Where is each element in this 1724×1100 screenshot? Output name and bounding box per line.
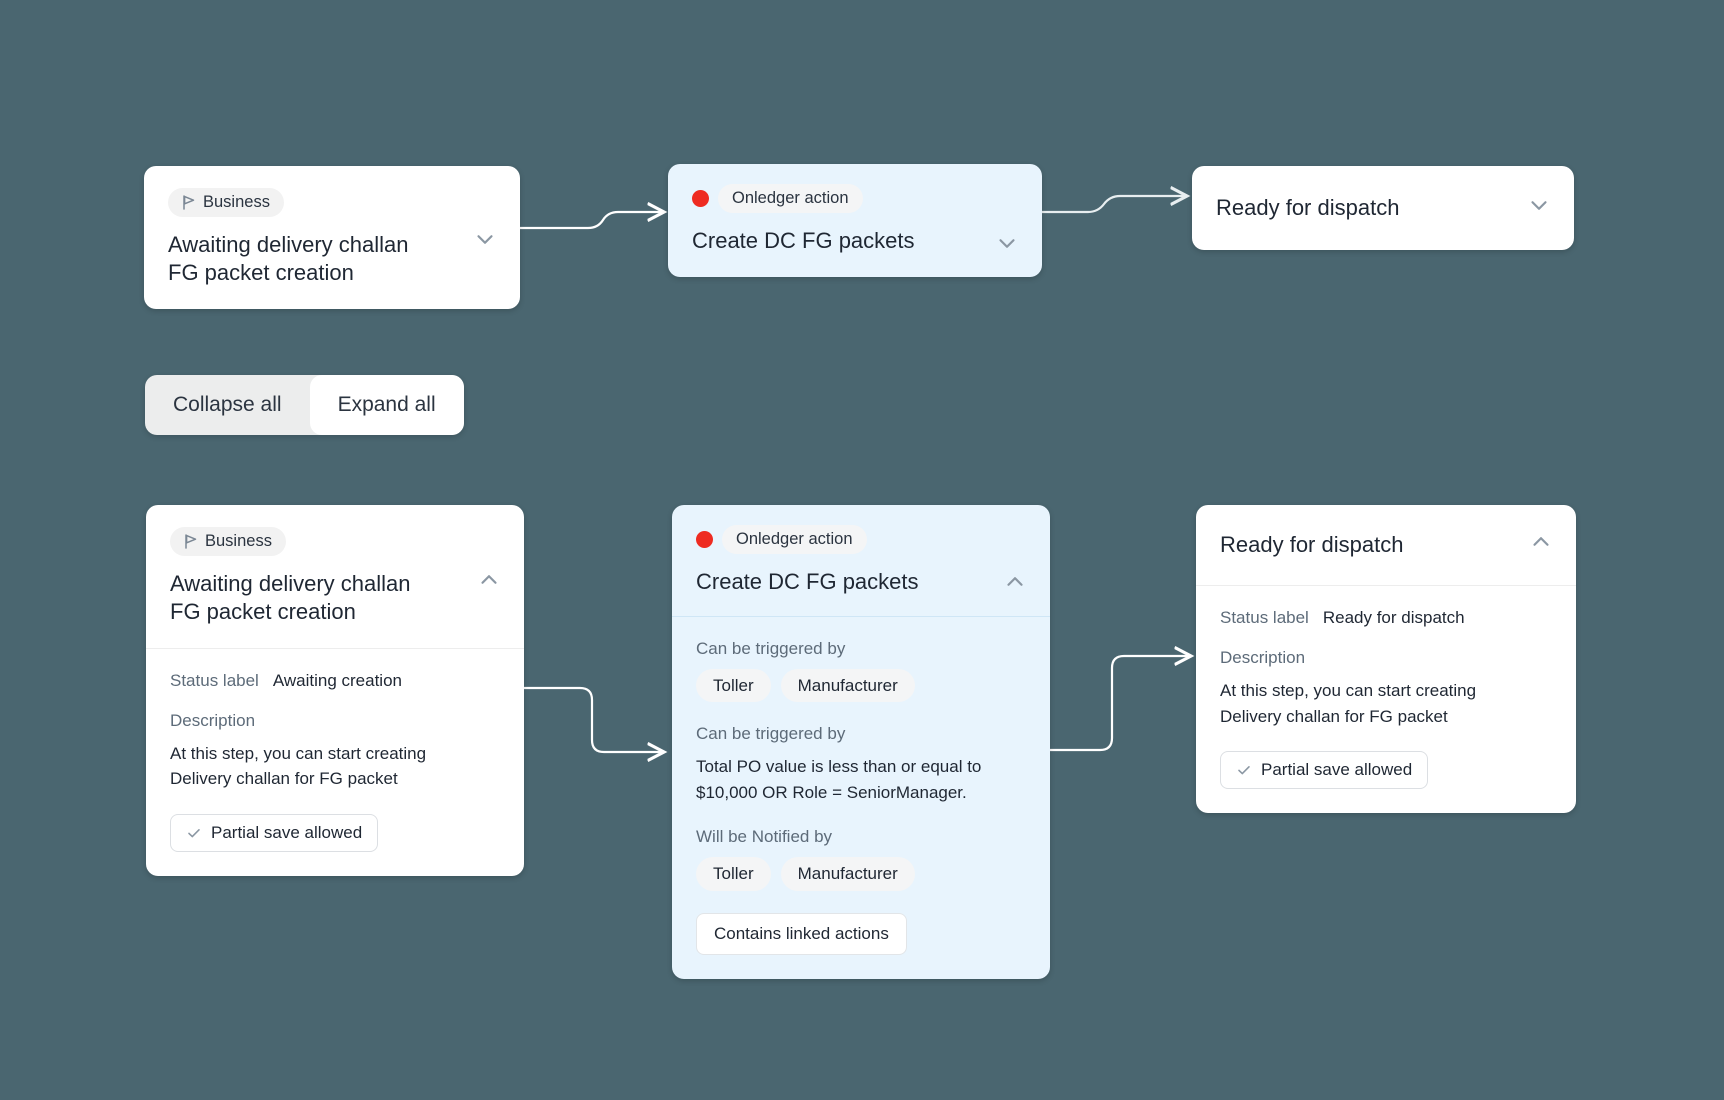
connector-top-1 xyxy=(519,212,663,230)
status-label-key: Status label xyxy=(1220,608,1309,628)
onledger-badge: Onledger action xyxy=(718,184,863,213)
check-icon xyxy=(1238,766,1250,775)
connector-top-2 xyxy=(1042,196,1186,214)
partial-save-label: Partial save allowed xyxy=(211,822,363,842)
collapsed-status-card[interactable]: Ready for dispatch xyxy=(1192,166,1574,251)
card-title: Ready for dispatch xyxy=(1220,532,1404,557)
red-dot-icon xyxy=(696,530,713,548)
card-title: Create DC FG packets xyxy=(692,227,915,253)
role-chip: Manufacturer xyxy=(780,857,915,891)
card-body: Can be triggered by Toller Manufacturer … xyxy=(672,617,1050,979)
card-title: Awaiting delivery challan FG packet crea… xyxy=(170,570,411,624)
status-label-value: Awaiting creation xyxy=(272,670,402,690)
red-dot-icon xyxy=(692,189,709,207)
description-key: Description xyxy=(170,710,256,730)
status-label-value: Ready for dispatch xyxy=(1322,608,1465,628)
description-value: At this step, you can start creating Del… xyxy=(1220,681,1477,726)
chevron-up-icon[interactable] xyxy=(476,567,502,593)
notified-by-label: Will be Notified by xyxy=(696,827,833,847)
chevron-down-icon[interactable] xyxy=(994,230,1020,256)
notified-by-chips: Toller Manufacturer xyxy=(696,857,1026,891)
chevron-up-icon[interactable] xyxy=(1002,569,1028,595)
triggered-by-chips: Toller Manufacturer xyxy=(696,668,1026,703)
partial-save-label: Partial save allowed xyxy=(1261,760,1413,780)
role-chip: Toller xyxy=(696,668,771,703)
badge-row: Business xyxy=(170,527,500,556)
card-title: Ready for dispatch xyxy=(1216,195,1400,220)
card-header: Onledger action Create DC FG packets xyxy=(668,164,1042,277)
expanded-status-card[interactable]: Ready for dispatch Status label Ready fo… xyxy=(1196,505,1576,814)
description-value: At this step, you can start creating Del… xyxy=(170,743,427,789)
chevron-down-icon[interactable] xyxy=(472,226,498,252)
business-badge: Business xyxy=(170,527,286,556)
check-icon xyxy=(188,828,200,838)
collapse-all-button[interactable]: Collapse all xyxy=(145,375,310,435)
connector-bottom-1 xyxy=(524,686,663,752)
status-label-key: Status label xyxy=(170,670,259,690)
card-header: Ready for dispatch xyxy=(1192,166,1574,250)
onledger-badge-label: Onledger action xyxy=(736,530,853,548)
status-label-row: Status label Ready for dispatch xyxy=(1220,608,1552,628)
condition-label: Can be triggered by xyxy=(696,724,846,744)
business-badge: Business xyxy=(168,188,284,217)
collapsed-business-card[interactable]: Business Awaiting delivery challan FG pa… xyxy=(144,166,520,309)
card-header: Business Awaiting delivery challan FG pa… xyxy=(146,505,524,649)
collapsed-action-card[interactable]: Onledger action Create DC FG packets xyxy=(668,164,1042,277)
expand-collapse-toggle[interactable]: Collapse all Expand all xyxy=(145,375,464,435)
business-badge-label: Business xyxy=(205,532,272,550)
badge-row: Onledger action xyxy=(696,525,1026,554)
badge-row: Business xyxy=(168,188,496,217)
partial-save-chip: Partial save allowed xyxy=(1220,751,1429,790)
triggered-by-label: Can be triggered by xyxy=(696,638,846,658)
condition-text: Total PO value is less than or equal to … xyxy=(696,757,982,802)
card-header: Ready for dispatch xyxy=(1196,505,1576,587)
card-header: Business Awaiting delivery challan FG pa… xyxy=(144,166,520,309)
card-title: Awaiting delivery challan FG packet crea… xyxy=(168,231,409,285)
card-body: Status label Awaiting creation Descripti… xyxy=(146,649,524,876)
card-title: Create DC FG packets xyxy=(696,568,919,594)
card-body: Status label Ready for dispatch Descript… xyxy=(1196,586,1576,813)
description-key: Description xyxy=(1220,648,1306,668)
status-label-row: Status label Awaiting creation xyxy=(170,671,500,691)
partial-save-chip: Partial save allowed xyxy=(170,813,379,852)
onledger-badge: Onledger action xyxy=(722,525,867,554)
expand-all-button[interactable]: Expand all xyxy=(309,375,464,435)
card-header: Onledger action Create DC FG packets xyxy=(672,505,1050,617)
expanded-business-card[interactable]: Business Awaiting delivery challan FG pa… xyxy=(146,505,524,876)
chevron-up-icon[interactable] xyxy=(1528,529,1554,555)
expanded-action-card[interactable]: Onledger action Create DC FG packets Can… xyxy=(672,505,1050,979)
chevron-down-icon[interactable] xyxy=(1526,192,1552,218)
role-chip: Manufacturer xyxy=(780,668,915,703)
badge-row: Onledger action xyxy=(692,184,1018,213)
business-badge-label: Business xyxy=(203,193,270,211)
role-chip: Toller xyxy=(696,857,771,891)
flag-icon xyxy=(183,195,195,210)
contains-linked-actions-button[interactable]: Contains linked actions xyxy=(696,912,907,955)
connector-bottom-2 xyxy=(1050,656,1190,752)
onledger-badge-label: Onledger action xyxy=(732,189,849,207)
flag-icon xyxy=(185,534,197,549)
